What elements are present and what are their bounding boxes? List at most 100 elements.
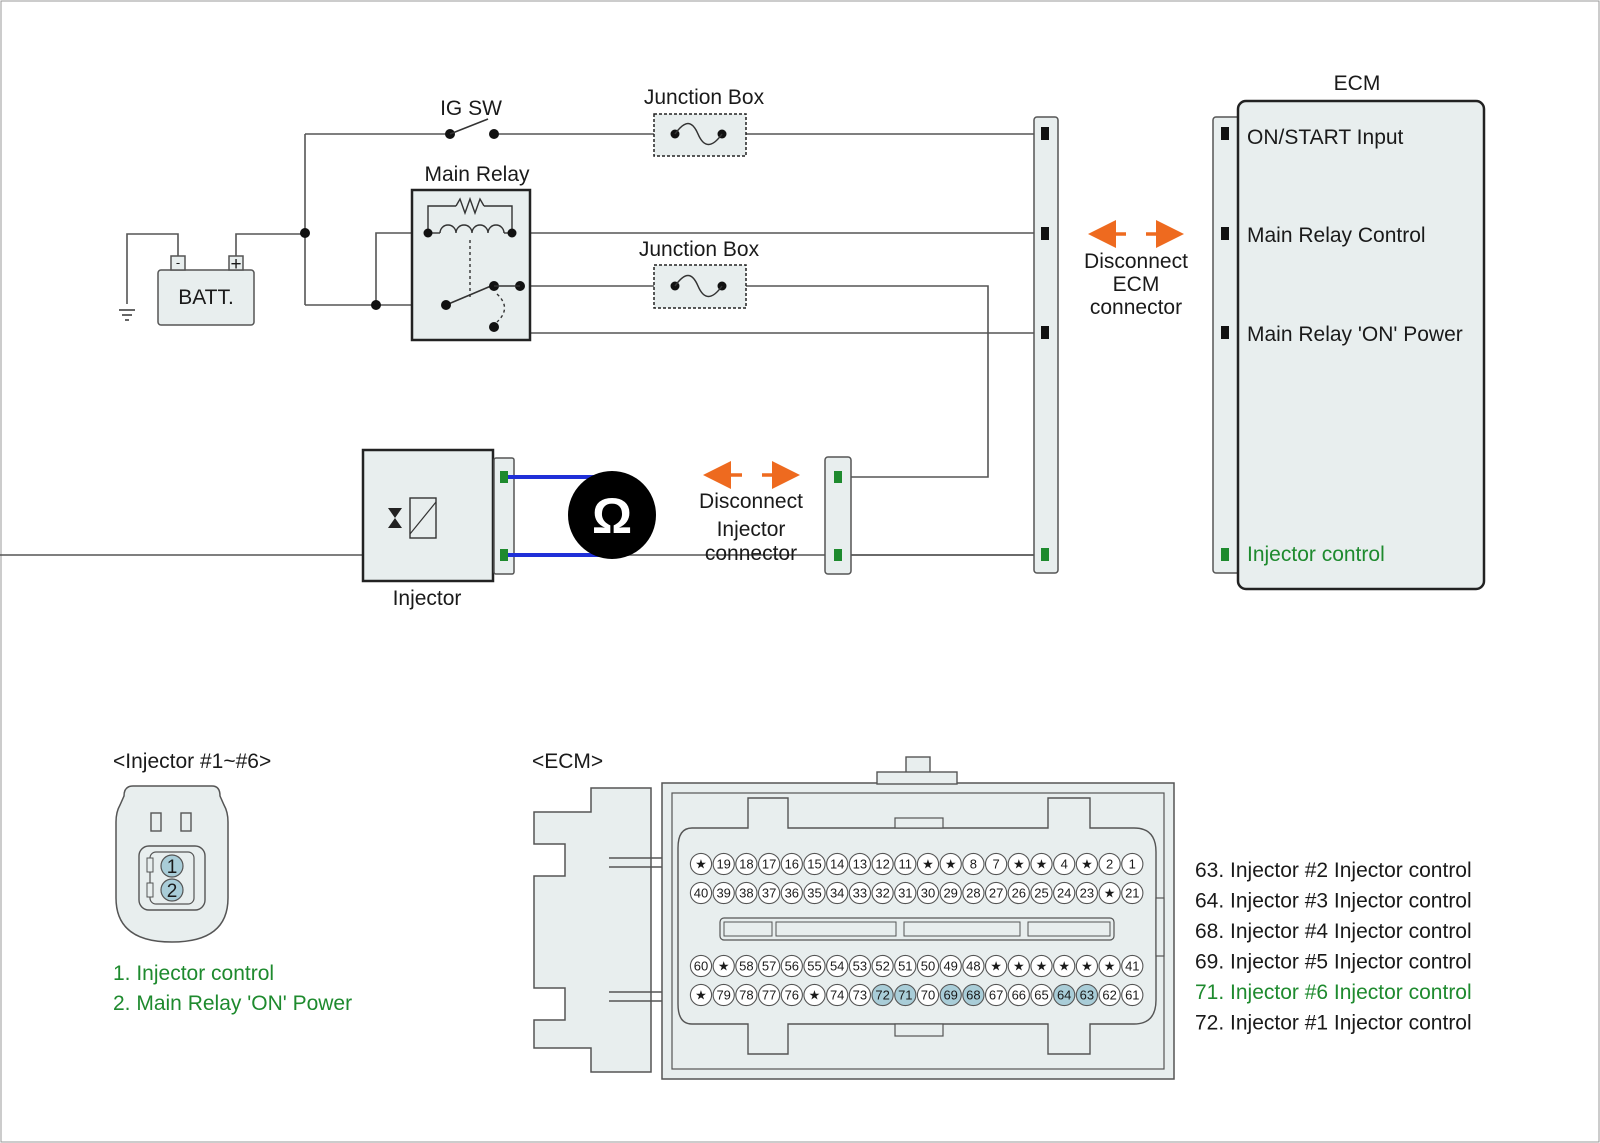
ecm-pin-label: 17 — [762, 857, 776, 872]
injector-legend-2: 2. Main Relay 'ON' Power — [113, 992, 352, 1015]
ecm-pin-label: ★ — [1081, 959, 1093, 974]
ecm-pin-label: 53 — [853, 959, 867, 974]
ecm-pin-circle — [1030, 852, 1053, 876]
ecm-pin-main-relay-on-power: Main Relay 'ON' Power — [1247, 323, 1463, 346]
ecm-pin-circle — [894, 954, 917, 978]
ecm-pin-circle — [1075, 881, 1099, 905]
ecm-pin-label: ★ — [1058, 959, 1070, 974]
ecm-pin-label: 31 — [898, 886, 912, 901]
coil-icon — [439, 224, 505, 234]
ecm-pin-label: 8 — [970, 857, 977, 872]
ecm-pin-circle — [712, 983, 735, 1007]
ecm-pin-label: ★ — [1081, 857, 1093, 872]
injector-harness-connector — [824, 456, 852, 575]
ecm-pin-label: 51 — [898, 959, 912, 974]
ecm-pin-circle — [1098, 881, 1121, 905]
resistor-icon — [455, 196, 485, 216]
ecm-pin-label: 4 — [1061, 857, 1068, 872]
ecm-pin-label: 12 — [875, 857, 889, 872]
ecm-pin-label: 36 — [785, 886, 799, 901]
ecm-pin-circle — [689, 983, 713, 1007]
fuse-icon — [674, 122, 723, 146]
injector-legend-1: 1. Injector control — [113, 962, 274, 985]
ecm-pin-circle — [712, 954, 735, 978]
ecm-pin-circle — [1121, 954, 1144, 978]
ecm-pin-circle — [780, 983, 803, 1007]
ecm-pin-label: 11 — [899, 857, 913, 872]
ecm-pin-label: 70 — [921, 988, 935, 1003]
injector-label: Injector — [393, 587, 462, 610]
junction-box-2-label: Junction Box — [639, 238, 760, 261]
ecm-pin-label: 19 — [716, 857, 730, 872]
ecm-pin-circle — [1030, 881, 1053, 905]
ecm-pin-label: 23 — [1080, 886, 1094, 901]
disconnect-ecm-line-3: connector — [1090, 296, 1182, 319]
ecm-pin-label: 55 — [807, 959, 821, 974]
ecm-pin-label: 24 — [1057, 886, 1071, 901]
ecm-pin-circle — [1053, 954, 1076, 978]
injector-pin-1: 1 — [167, 857, 178, 878]
ecm-pin-circle — [757, 954, 781, 978]
ecm-pin-circle — [1053, 852, 1076, 876]
ecm-pin-label: ★ — [1104, 886, 1116, 901]
disconnect-injector-line-2: Injector — [717, 518, 786, 541]
ecm-pin-label: 71 — [898, 988, 912, 1003]
ecm-pin-circle — [689, 881, 713, 905]
ecm-pin-label: 18 — [739, 857, 753, 872]
ecm-pin-circle — [1121, 852, 1144, 876]
battery-minus-label: - — [176, 255, 180, 270]
ecm-title: ECM — [1334, 72, 1381, 95]
junction-box-2: Junction Box — [639, 238, 760, 309]
ecm-pin-circle — [826, 852, 849, 876]
injector-connector-face: 1 2 — [115, 785, 229, 943]
ground-icon — [119, 309, 135, 321]
ecm-pin-label: 64 — [1057, 988, 1071, 1003]
ecm-pin-circle — [962, 954, 985, 978]
ecm-pin-circle — [894, 881, 917, 905]
ecm-pin-circle — [757, 881, 781, 905]
ecm-legend-item: 72. Injector #1 Injector control — [1195, 1012, 1472, 1035]
ecm-pin-label: 41 — [1125, 959, 1139, 974]
ecm-pin-label: 50 — [921, 959, 935, 974]
ecm-pin-label: ★ — [1036, 857, 1048, 872]
ecm-pin-circle — [984, 983, 1008, 1007]
ecm-pin-circle — [894, 852, 917, 876]
ecm-pin-circle — [962, 881, 985, 905]
ecm-pin-circle — [871, 983, 894, 1007]
ecm-pin-label: 30 — [921, 886, 935, 901]
ecm-pin-label: 78 — [739, 988, 753, 1003]
ecm-pin-circle — [1053, 983, 1076, 1007]
ecm-pin-label: 2 — [1106, 857, 1113, 872]
ecm-pin-circle — [916, 881, 940, 905]
ecm-pin-label: 33 — [853, 886, 867, 901]
ecm-pin-circle — [1075, 852, 1099, 876]
ecm-pin-circle — [780, 881, 803, 905]
ecm-pin-circle — [757, 983, 781, 1007]
ecm-pin-circle — [1030, 954, 1053, 978]
ecm-pin-circle — [689, 954, 713, 978]
ecm-pin-label: 58 — [739, 959, 753, 974]
ecm-pin-circle — [735, 954, 758, 978]
ecm-pin-circle — [984, 954, 1008, 978]
ecm-pin-label: 1 — [1129, 857, 1136, 872]
ecm-pin-label: 38 — [739, 886, 753, 901]
ecm-pin-label: 29 — [943, 886, 957, 901]
ecm-pin-circle — [894, 983, 917, 1007]
ecm-pin-circle — [689, 852, 713, 876]
ecm-pin-label: 15 — [807, 857, 821, 872]
ecm-pin-circle — [916, 852, 940, 876]
ecm-pin-circle — [1121, 983, 1144, 1007]
solenoid-icon — [409, 497, 437, 539]
ecm-pin-circle — [803, 852, 826, 876]
junction-box-1: Junction Box — [644, 86, 765, 157]
ecm-pin-label: ★ — [990, 959, 1002, 974]
main-relay-label: Main Relay — [424, 163, 530, 186]
ecm-pin-circle — [826, 881, 849, 905]
battery-plus-label: + — [230, 254, 241, 275]
ecm-pin-circle — [712, 852, 735, 876]
ecm-pin-circle — [848, 983, 872, 1007]
ecm-pin-label: 25 — [1034, 886, 1048, 901]
ecm-pin-circle — [1075, 983, 1099, 1007]
